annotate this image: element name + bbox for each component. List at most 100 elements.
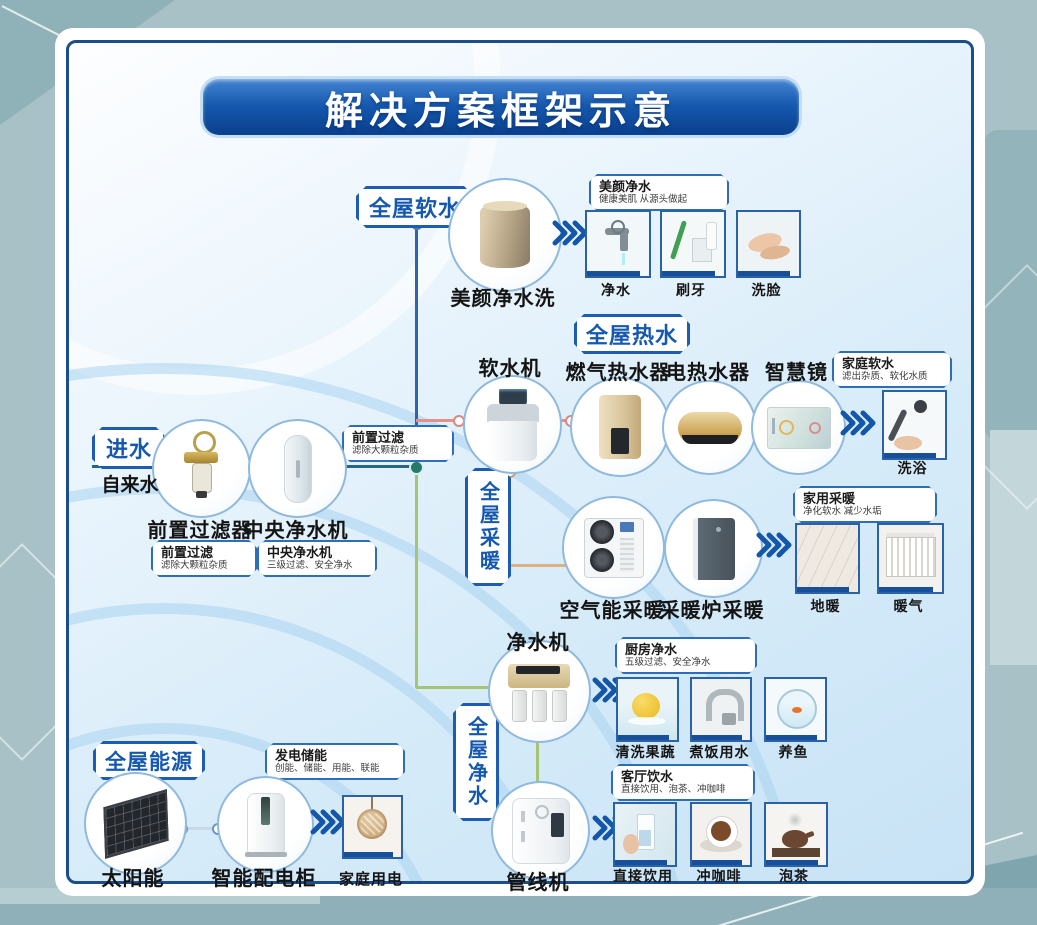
device-ro-purifier [488, 640, 591, 743]
photo-bathing [882, 390, 947, 460]
device-heating-furnace [664, 499, 763, 598]
outcome-label: 煮饭用水 [689, 744, 750, 760]
pipeline-button [535, 805, 549, 819]
note-title: 前置过滤 [352, 430, 405, 445]
outcome-label: 洗浴 [897, 460, 928, 476]
note-subtitle: 创能、储能、用能、联能 [275, 763, 380, 774]
furnace-detail [716, 527, 721, 532]
label-water-softener: 软水机 [478, 358, 542, 380]
energy-link-line [182, 827, 219, 830]
furnace-body [692, 517, 735, 580]
faucet-base [722, 713, 736, 725]
pipeline-slot-1 [521, 811, 525, 822]
label-pipeline-machine: 管线机 [506, 872, 570, 894]
triple-chevron-icon [840, 410, 876, 436]
outcome-label: 泡茶 [779, 868, 809, 884]
cabinet-strip [261, 796, 270, 825]
note-prefilter: 前置过滤 滤除大颗粒杂质 [151, 540, 257, 577]
prefilter-cap [196, 491, 207, 498]
tile-lines [797, 525, 858, 592]
note-subtitle: 三级过滤、安全净水 [267, 560, 353, 571]
photo-bg [797, 525, 858, 592]
photo-cooking-water [690, 677, 752, 742]
device-smart-mirror [751, 380, 846, 475]
hand-icon [623, 834, 639, 854]
photo-fish-keeping [764, 677, 827, 742]
photo-direct-drinking [613, 802, 677, 867]
steam-icon [788, 812, 802, 828]
label-gas-water-heater: 燃气热水器 [565, 362, 671, 384]
central-purifier-slot [295, 459, 300, 478]
outcome-label: 直接饮用 [613, 868, 673, 884]
note-subtitle: 净化软水 减少水垢 [803, 506, 882, 517]
heating-branch-line [508, 564, 566, 567]
faucet-arc-icon [706, 689, 744, 721]
purifier-branch-line [416, 686, 491, 689]
radiator-icon [886, 537, 936, 577]
photo-home-electricity [342, 795, 403, 859]
triple-chevron-icon [552, 220, 588, 246]
goldfish-icon [792, 707, 802, 713]
note-prefilter-inline: 前置过滤 滤除大颗粒杂质 [342, 425, 454, 462]
label-smart-mirror: 智慧镜 [765, 362, 828, 384]
badge-label: 全屋能源 [105, 750, 193, 774]
badge-whole-house-purified-water: 全屋净水 [453, 703, 499, 821]
softener-lid [487, 404, 539, 422]
purify-vertical-line [415, 467, 418, 688]
note-subtitle: 滤除大颗粒杂质 [352, 445, 419, 456]
photo-face-washing [736, 210, 801, 278]
photo-coffee [690, 802, 752, 867]
label-solar: 太阳能 [101, 868, 165, 890]
note-subtitle: 直接饮用、泡茶、冲咖啡 [621, 784, 726, 795]
mirror-dial-2 [809, 422, 821, 434]
lamp-weave [360, 813, 384, 835]
badge-label: 全屋软水 [368, 196, 461, 221]
outcome-label: 刷牙 [676, 282, 706, 298]
label-air-energy-heating: 空气能采暖 [559, 600, 665, 622]
softwater-vertical-line [415, 224, 418, 467]
label-distribution-cabinet: 智能配电柜 [211, 868, 317, 890]
badge-label: 进水 [105, 437, 152, 462]
outcome-label: 地暖 [810, 598, 841, 614]
note-title: 中央净水机 [267, 545, 333, 560]
prefilter-body [184, 452, 218, 463]
gas-heater-panel [611, 428, 629, 454]
junction-dot [409, 460, 424, 475]
solar-panel-art [102, 788, 169, 859]
label-pre-filter: 前置过滤器 [147, 520, 253, 542]
mirror-dial-1 [779, 420, 794, 435]
page-title: 解决方案框架示意 [324, 90, 677, 133]
label-electric-water-heater: 电热水器 [666, 362, 750, 384]
teapot-icon [782, 830, 808, 848]
note-energy-storage: 发电储能 创能、储能、用能、联能 [265, 743, 405, 780]
note-subtitle: 健康美肌 从源头做起 [599, 194, 688, 205]
beauty-device-art [480, 202, 530, 268]
badge-label: 全屋热水 [585, 323, 678, 348]
note-family-soft-water: 家庭软水 滤出杂质、软化水质 [832, 351, 952, 388]
device-solar-panel [84, 772, 187, 875]
note-living-room-water: 客厅饮水 直接饮用、泡茶、冲咖啡 [611, 764, 755, 801]
photo-radiator [877, 523, 944, 594]
outcome-label: 家庭用电 [338, 871, 403, 888]
prefilter-bulb [192, 463, 212, 493]
hand-icon [894, 436, 922, 450]
device-pre-filter [152, 419, 251, 518]
purifier-cartridge-3 [552, 690, 567, 722]
badge-label: 全屋净水 [464, 716, 487, 808]
label-beauty-water-washer: 美颜净水洗 [450, 288, 556, 310]
lemon-icon [632, 693, 660, 719]
heatpump-fan-top [590, 520, 614, 544]
heatpump-fan-bottom [590, 548, 614, 572]
badge-whole-house-heating: 全屋采暖 [465, 468, 511, 586]
triple-chevron-icon [756, 532, 792, 558]
device-beauty-water-washer [448, 178, 562, 292]
badge-label: 全屋采暖 [476, 481, 499, 573]
softener-body [489, 421, 537, 461]
heatpump-label [620, 522, 634, 532]
hotwater-branch-line [416, 419, 460, 422]
device-air-energy-heat-pump [562, 496, 665, 599]
note-title: 美颜净水 [599, 179, 652, 194]
note-kitchen-water: 厨房净水 五级过滤、安全净水 [615, 637, 757, 674]
pipeline-slot-2 [521, 831, 525, 842]
